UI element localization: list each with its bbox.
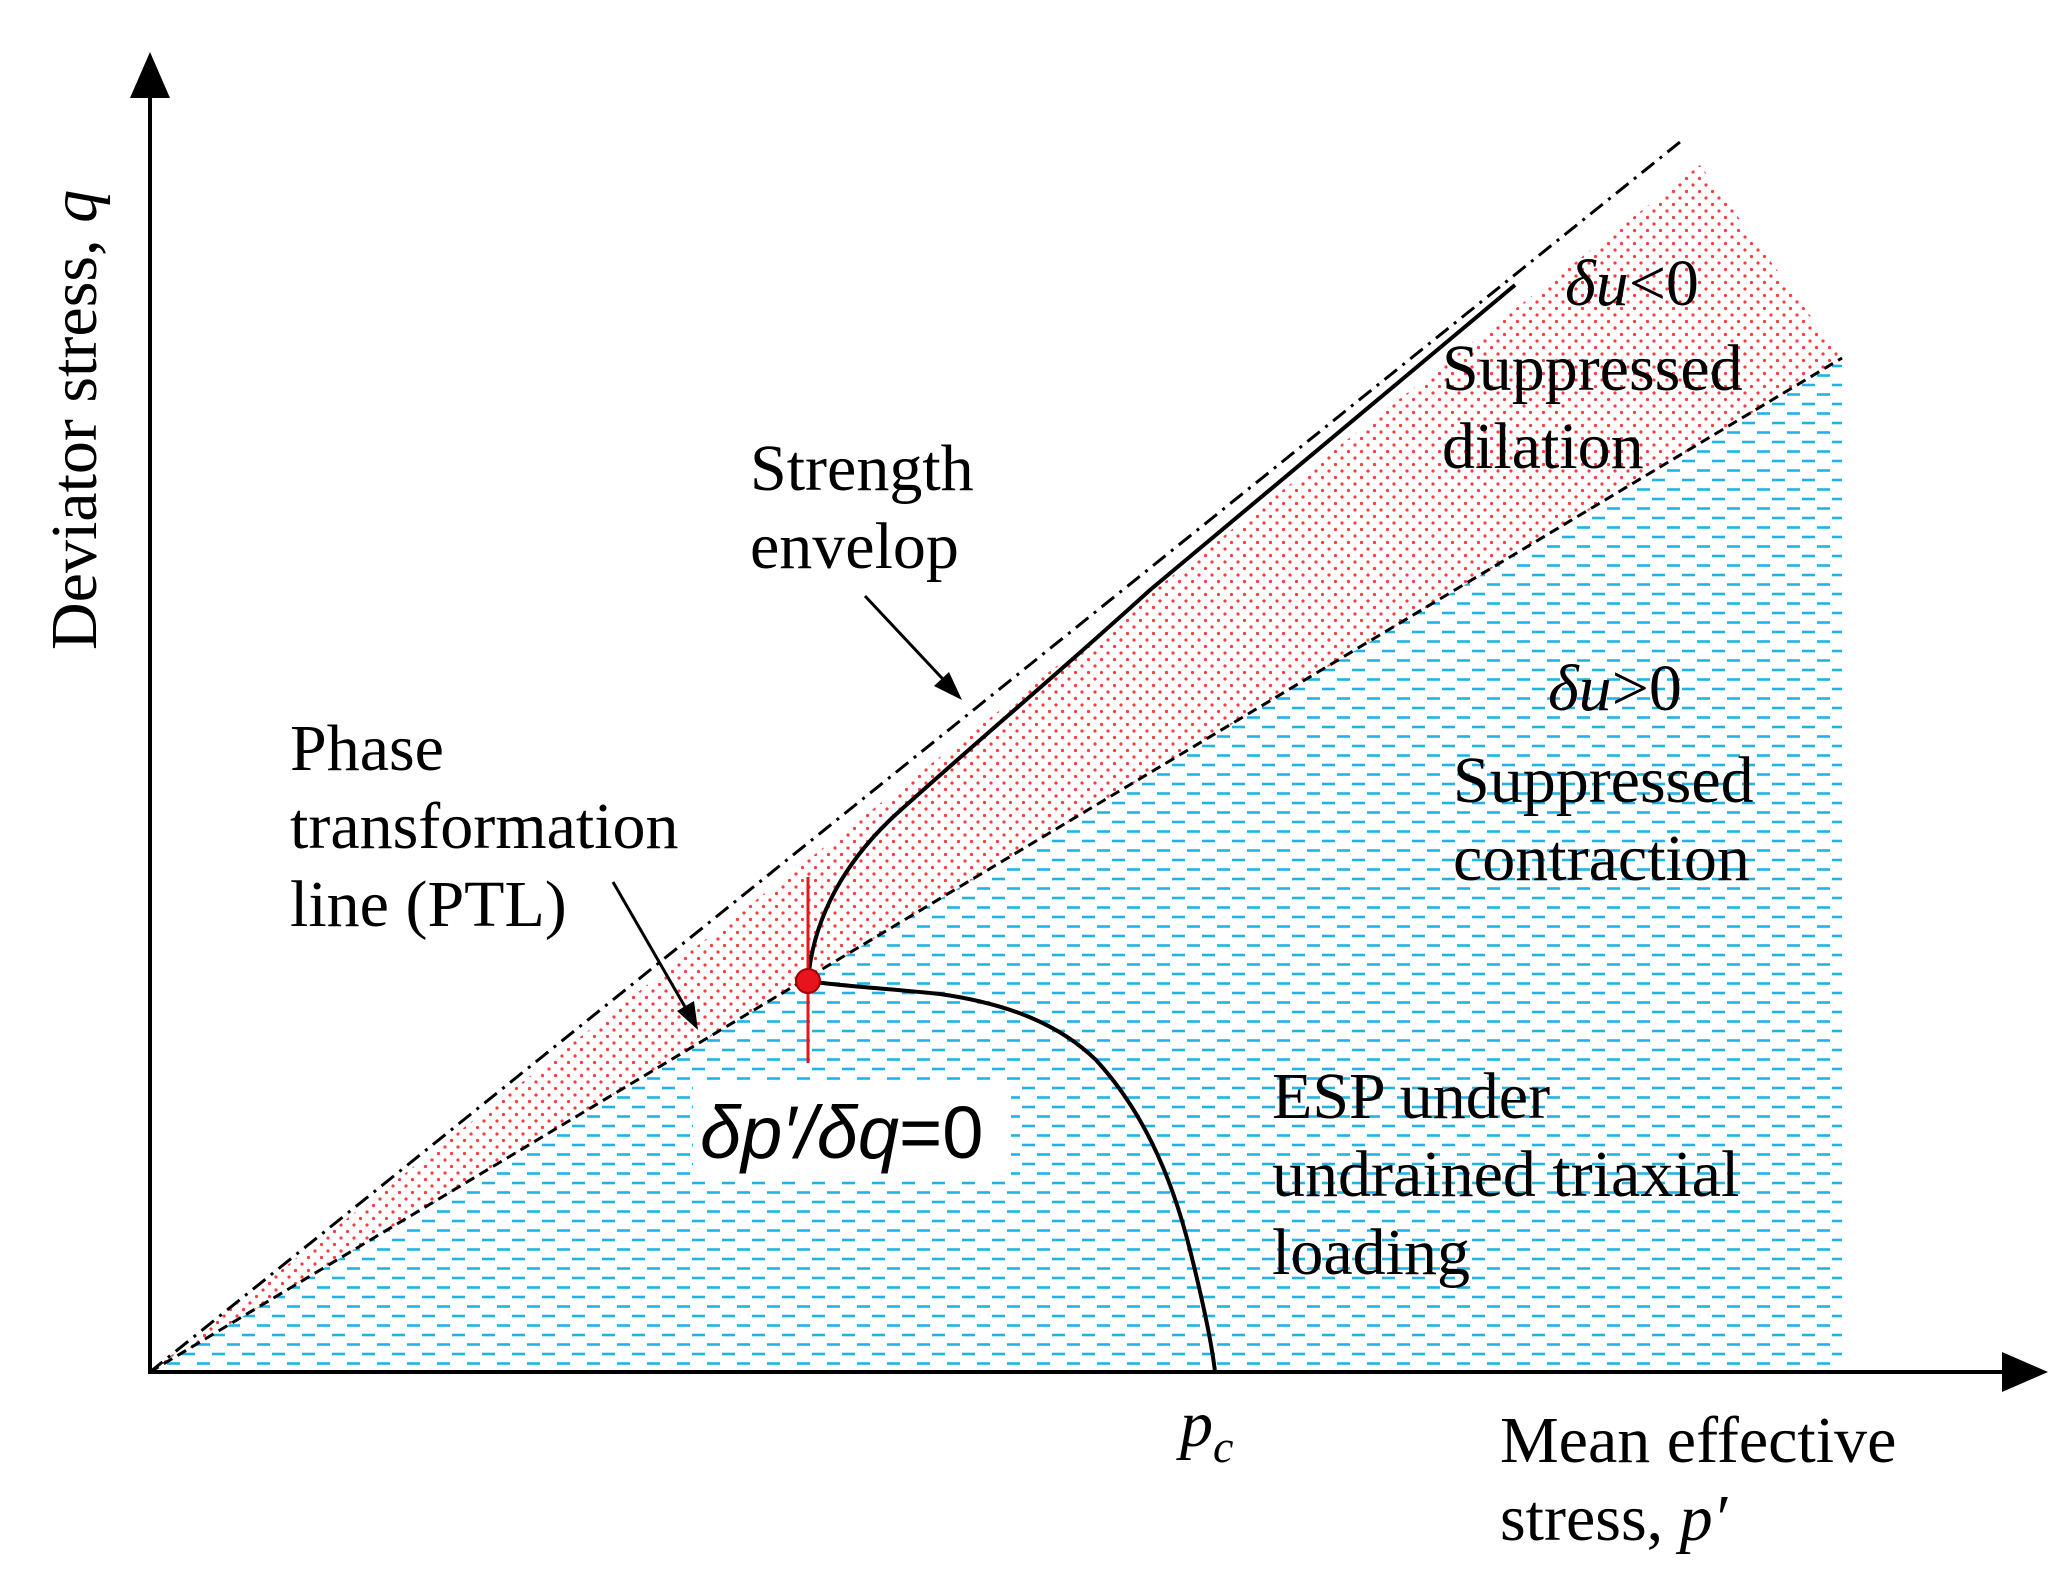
dpdq-label-backdrop: [693, 1085, 1011, 1177]
strength-envelope-line: [149, 136, 1686, 1374]
dilation-label-line1: Suppressed: [1442, 332, 1743, 405]
esp-label-line3: loading: [1272, 1216, 1470, 1289]
ptl-label-line2: transformation: [290, 790, 679, 863]
y-axis-label: Deviator stress, q: [38, 190, 111, 650]
x-axis-arrowhead: [2002, 1352, 2048, 1392]
x-axis-label-line1: Mean effective: [1500, 1404, 1896, 1477]
contraction-label-line1: Suppressed: [1453, 744, 1754, 817]
ptl-label-line1: Phase: [290, 712, 444, 785]
effective-stress-path-upper: [806, 283, 1517, 982]
strength-arrow-shaft: [863, 594, 957, 694]
ptl-label-line3: line (PTL): [290, 868, 567, 941]
esp-label-line2: undrained triaxial: [1272, 1138, 1739, 1211]
dilation-region: [150, 165, 1842, 1372]
pc-label: pc: [1176, 1388, 1233, 1472]
strength-envelope-label-line2: envelop: [750, 510, 959, 583]
y-axis-arrowhead: [130, 52, 170, 98]
x-axis-label-line2: stress, p′: [1500, 1482, 1729, 1555]
dpdq-label: δp′/δq=0: [700, 1091, 983, 1174]
ptl-arrow-shaft: [611, 881, 694, 1020]
contraction-label-line2: contraction: [1453, 822, 1750, 895]
ptl-arrow-head: [677, 1001, 698, 1030]
phase-transformation-line: [149, 356, 1843, 1374]
phase-transformation-point: [795, 968, 821, 994]
du-negative-label: δu<0: [1565, 247, 1699, 320]
dilation-label-line2: dilation: [1442, 410, 1644, 483]
strength-envelope-label-line1: Strength: [750, 432, 974, 505]
du-positive-label: δu>0: [1548, 652, 1682, 725]
esp-label-line1: ESP under: [1272, 1060, 1550, 1133]
strength-arrow-head: [934, 672, 962, 700]
effective-stress-path-lower: [807, 979, 1217, 1373]
